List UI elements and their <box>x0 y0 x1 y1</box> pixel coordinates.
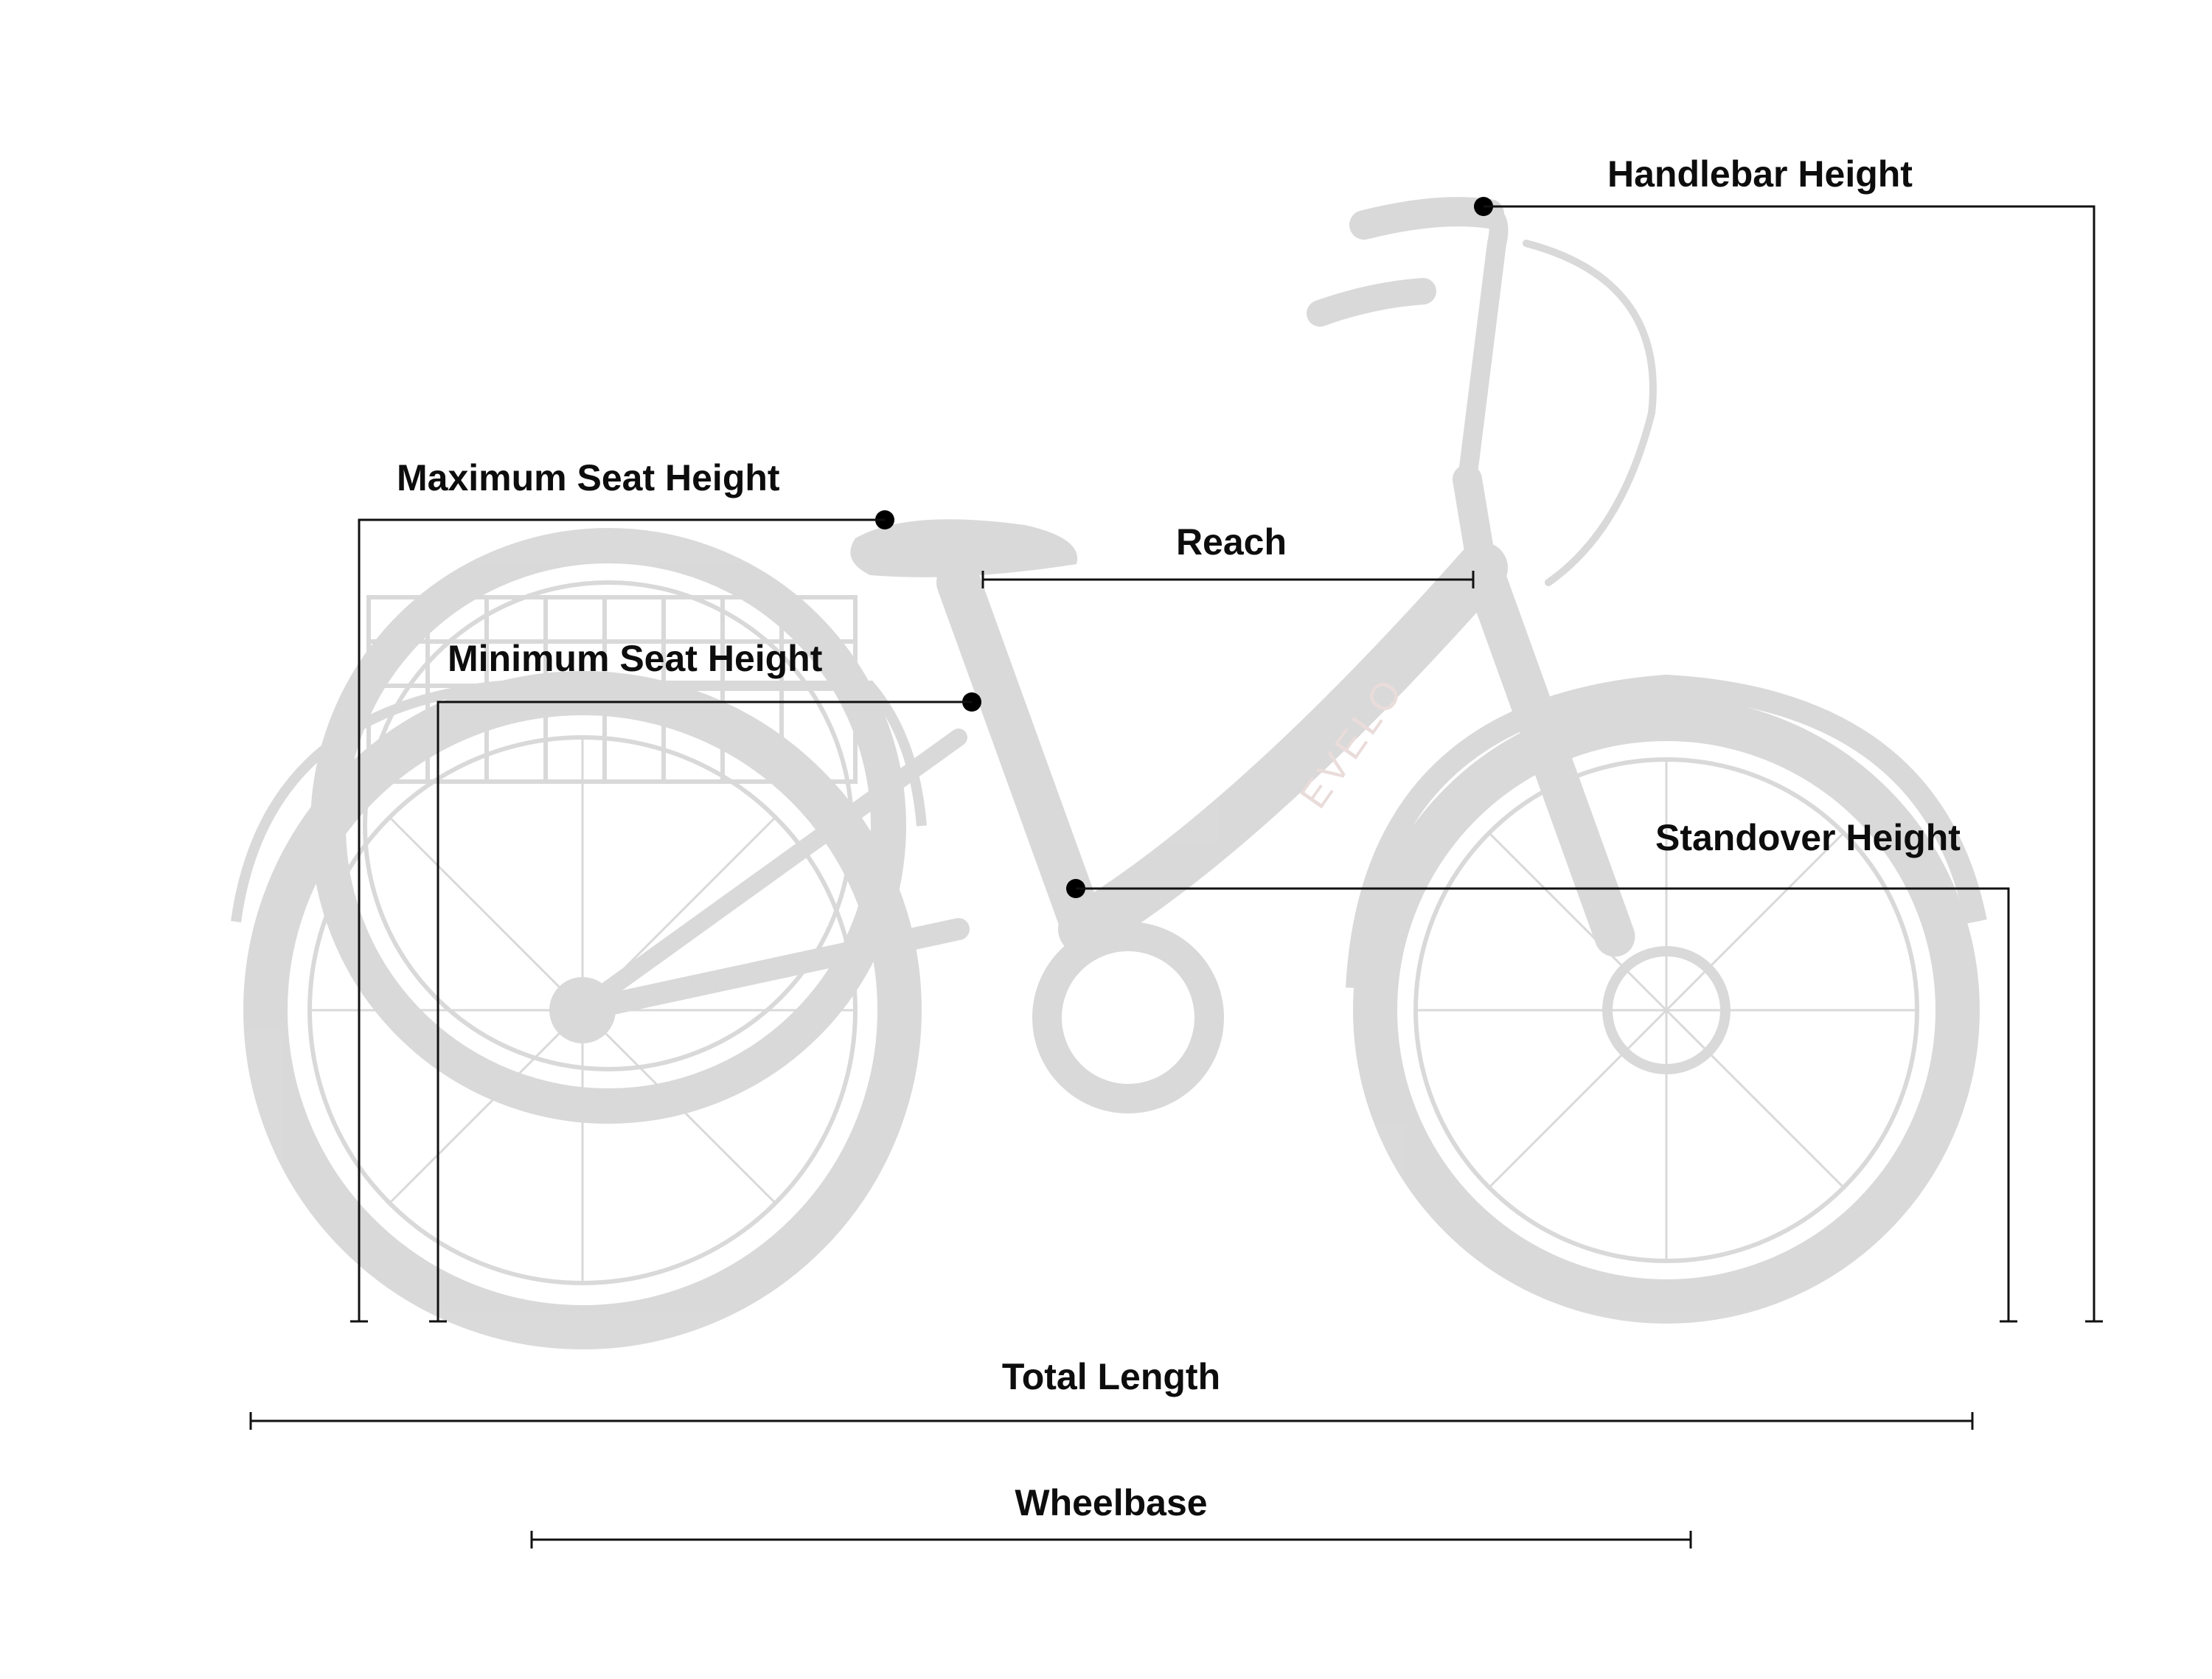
frame <box>571 465 1635 1113</box>
handlebar-height-leader <box>1484 205 2096 1321</box>
handlebar-height-label: Handlebar Height <box>1607 153 1913 195</box>
handlebar-height-dimension: Handlebar Height <box>1474 153 2103 1323</box>
reach-label: Reach <box>1176 521 1287 563</box>
standover-height-dimension: Standover Height <box>1066 817 2017 1323</box>
wheelbase-label: Wheelbase <box>1015 1482 1207 1523</box>
reach-dimension: Reach <box>981 521 1475 588</box>
rear-basket <box>366 595 858 784</box>
minimum-seat-height-leader <box>437 701 972 1321</box>
maximum-seat-height-leader <box>358 518 885 1321</box>
wheelbase-dimension: Wheelbase <box>530 1482 1692 1548</box>
saddle <box>850 519 1078 577</box>
maximum-seat-height-dimension: Maximum Seat Height <box>350 457 894 1323</box>
minimum-seat-height-label: Minimum Seat Height <box>448 638 823 679</box>
tricycle-illustration: EVELO <box>231 197 1987 1349</box>
standover-height-label: Standover Height <box>1655 817 1961 858</box>
rear-wheel-far <box>310 528 906 1124</box>
maximum-seat-height-label: Maximum Seat Height <box>397 457 780 498</box>
total-length-label: Total Length <box>1002 1356 1220 1397</box>
front-wheel <box>1353 697 1980 1324</box>
rear-wheel-near <box>243 671 922 1349</box>
total-length-dimension: Total Length <box>249 1356 1974 1430</box>
minimum-seat-height-dimension: Minimum Seat Height <box>429 638 981 1323</box>
standover-height-leader <box>1076 887 2010 1321</box>
